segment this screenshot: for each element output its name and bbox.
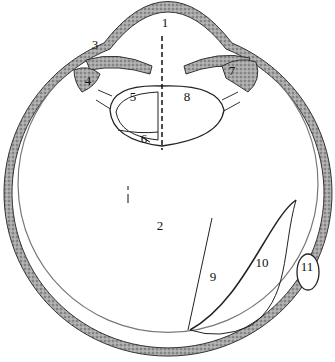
lens-nucleus — [116, 92, 158, 140]
chord-line — [188, 218, 212, 330]
retina-line — [18, 80, 318, 332]
ciliary-body — [74, 68, 100, 92]
tick-mark — [128, 186, 129, 190]
callout-number: 9 — [210, 270, 217, 283]
small-cyst — [297, 254, 319, 290]
callout-number: 8 — [184, 90, 191, 103]
sclera-wall — [4, 2, 332, 357]
callout-number: 1 — [162, 16, 169, 29]
lens-line — [118, 130, 158, 133]
callout-number: 2 — [157, 219, 164, 232]
callout-number: 3 — [92, 38, 99, 51]
detached-membrane — [190, 200, 296, 330]
callout-number: 7 — [229, 64, 236, 77]
callout-number: 10 — [256, 256, 269, 269]
eye-cavity — [12, 12, 324, 348]
ciliary-body — [222, 60, 258, 92]
callout-number: 4 — [85, 74, 92, 87]
callout-number: 6 — [141, 132, 148, 145]
tick-mark — [128, 194, 129, 203]
detachment-outline — [190, 200, 296, 334]
callout-number: 5 — [130, 90, 137, 103]
lens — [110, 86, 224, 146]
optic-axis — [161, 36, 163, 150]
callout-number: 11 — [301, 260, 314, 273]
